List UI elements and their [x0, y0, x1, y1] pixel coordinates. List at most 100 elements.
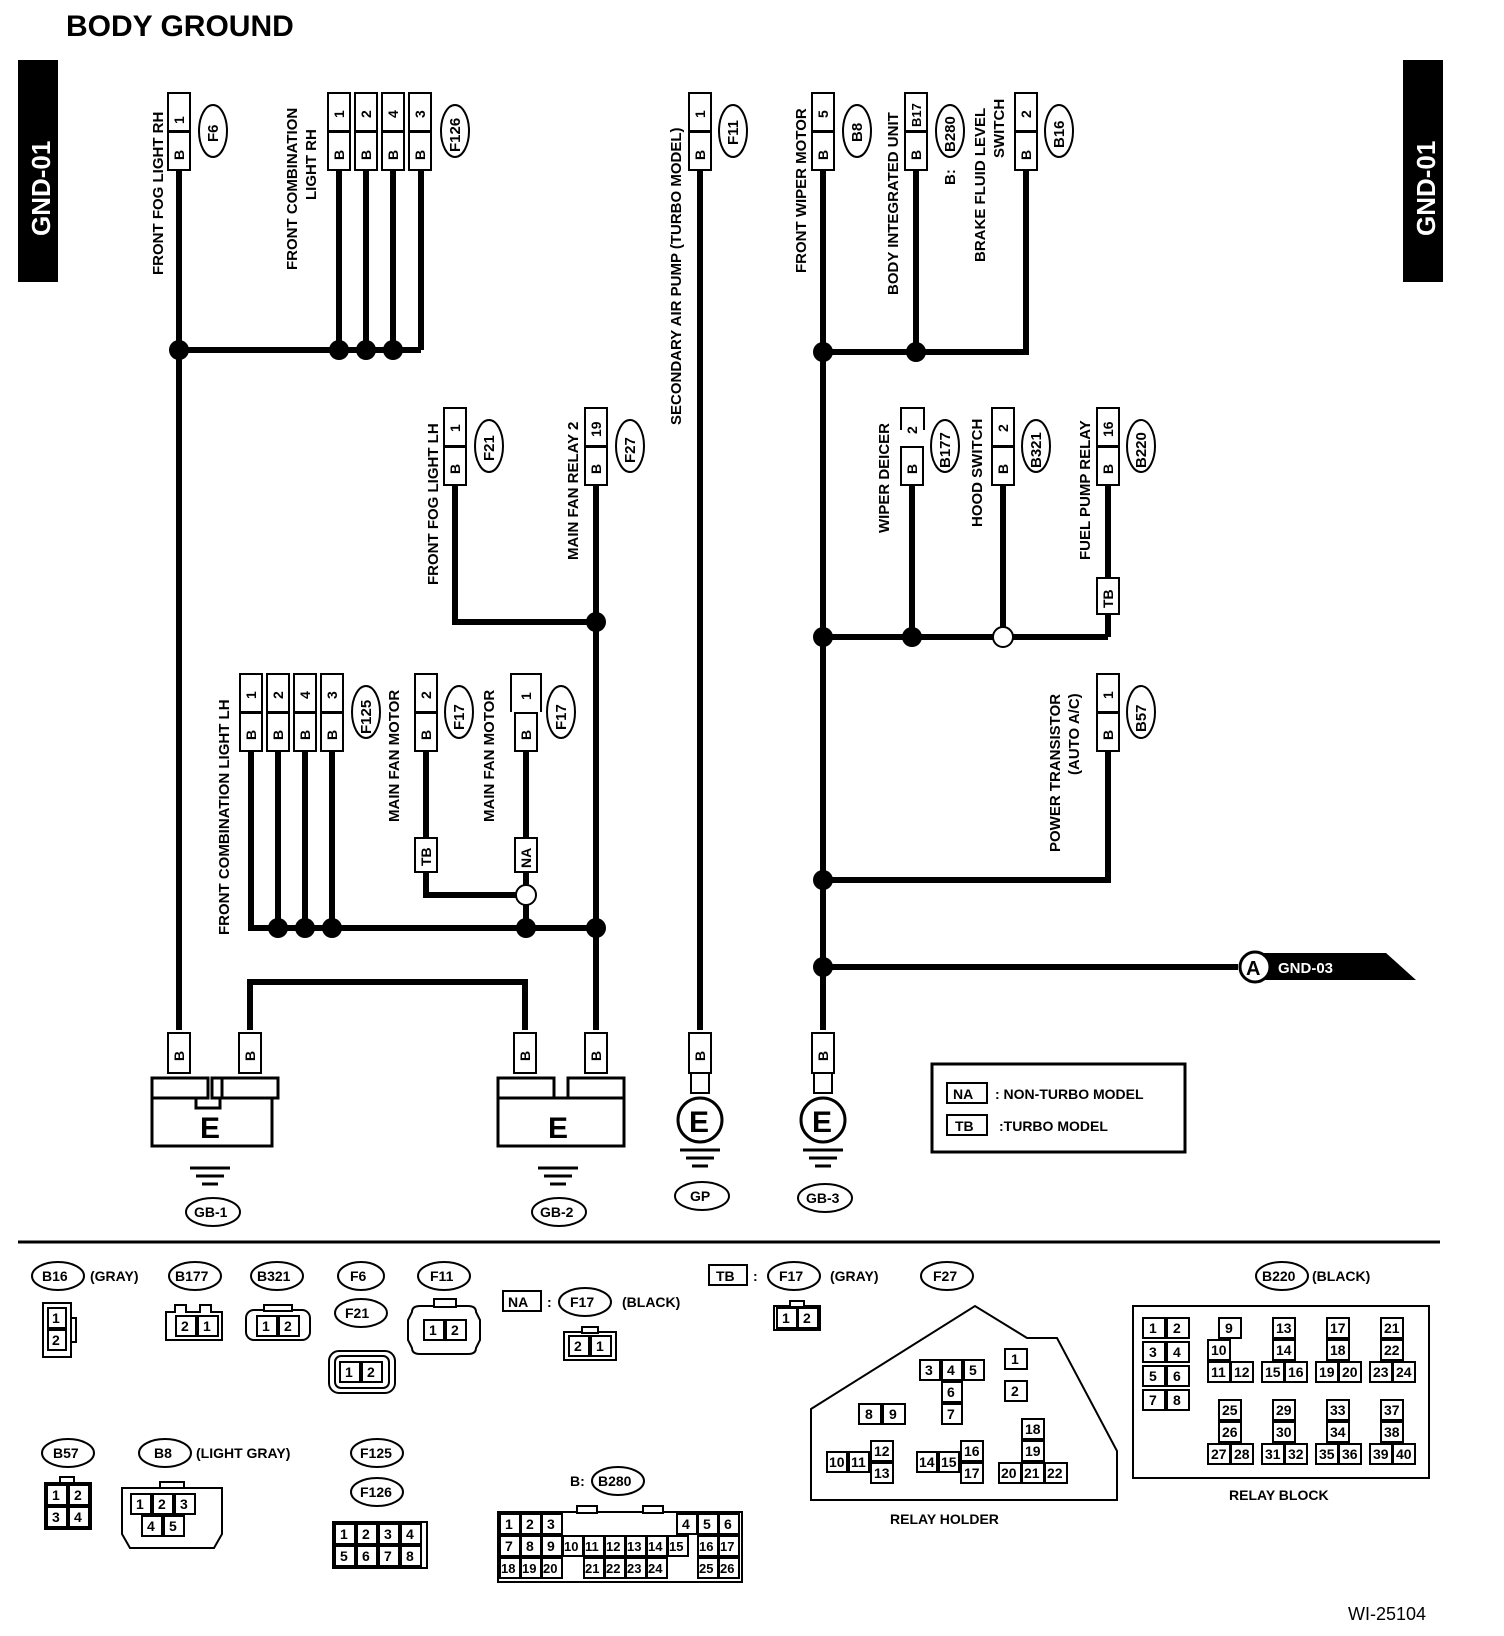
- svg-text:12: 12: [874, 1443, 890, 1459]
- connector-id: B321: [1028, 432, 1045, 468]
- svg-text:E: E: [548, 1112, 568, 1145]
- svg-text:25: 25: [699, 1561, 713, 1576]
- connector-view-f27-relay-holder: F27 3 4 5 6 7 1 2 8 9 10 11 12 13 14 15 …: [810, 1261, 1118, 1527]
- svg-text:8: 8: [865, 1406, 873, 1422]
- svg-text:1: 1: [52, 1310, 60, 1326]
- svg-text:: NON-TURBO MODEL: : NON-TURBO MODEL: [995, 1086, 1144, 1102]
- svg-text:11: 11: [1211, 1364, 1226, 1380]
- svg-text:2: 2: [270, 691, 286, 699]
- legend-box: NA : NON-TURBO MODEL TB :TURBO MODEL: [930, 1062, 1187, 1154]
- svg-text:F27: F27: [933, 1268, 957, 1284]
- svg-text:13: 13: [874, 1465, 890, 1481]
- component-front-combination-light-rh: 1 2 4 3 B B B B F126 FRONT COMBINATION L…: [284, 92, 470, 270]
- svg-text::: :: [753, 1268, 758, 1284]
- svg-text:NA: NA: [518, 848, 534, 868]
- component-body-integrated-unit: B17 B B280 B: BODY INTEGRATED UNIT: [885, 92, 965, 295]
- svg-text:8: 8: [1173, 1392, 1181, 1408]
- svg-text:B: B: [815, 1051, 831, 1061]
- svg-text:5: 5: [969, 1362, 977, 1378]
- svg-text:2: 2: [181, 1318, 189, 1334]
- svg-text:2: 2: [1018, 110, 1034, 118]
- connector-view-b177: B177 2 1: [165, 1261, 223, 1341]
- svg-text:23: 23: [627, 1561, 641, 1576]
- svg-text:9: 9: [1225, 1320, 1233, 1336]
- svg-text:B57: B57: [53, 1445, 79, 1461]
- svg-text:F126: F126: [360, 1484, 392, 1500]
- svg-text:22: 22: [1384, 1342, 1400, 1358]
- relay-holder-caption: RELAY HOLDER: [890, 1511, 999, 1527]
- connector-id: B220: [1133, 432, 1150, 468]
- svg-text:1: 1: [596, 1338, 604, 1354]
- svg-text:16: 16: [1100, 421, 1116, 437]
- svg-text:6: 6: [1173, 1368, 1181, 1384]
- svg-text:8: 8: [406, 1548, 414, 1564]
- svg-text:1: 1: [52, 1487, 60, 1503]
- svg-text:9: 9: [547, 1538, 555, 1554]
- svg-text:16: 16: [699, 1539, 713, 1554]
- svg-text:NA: NA: [508, 1294, 528, 1310]
- svg-text:2: 2: [52, 1332, 60, 1348]
- svg-text:4: 4: [74, 1509, 82, 1525]
- svg-text:B: B: [692, 1051, 708, 1061]
- connector-id: B16: [1051, 120, 1068, 148]
- svg-text:27: 27: [1211, 1446, 1227, 1462]
- component-label: MAIN FAN MOTOR: [386, 690, 403, 822]
- svg-text:B: B: [815, 150, 831, 160]
- svg-text:B: B: [171, 150, 187, 160]
- svg-text:B: B: [518, 730, 534, 740]
- svg-text:21: 21: [1384, 1320, 1400, 1336]
- svg-text:22: 22: [1047, 1465, 1063, 1481]
- svg-text:B8: B8: [154, 1445, 172, 1461]
- ground-gb1: B B E GB-1: [150, 1032, 280, 1227]
- svg-text:20: 20: [1342, 1364, 1358, 1380]
- svg-text:15: 15: [941, 1454, 957, 1470]
- svg-text:12: 12: [1234, 1364, 1250, 1380]
- svg-text:40: 40: [1396, 1446, 1412, 1462]
- component-front-wiper-motor: 5 B B8 FRONT WIPER MOTOR: [793, 92, 872, 273]
- svg-text:7: 7: [505, 1538, 513, 1554]
- svg-text:18: 18: [1330, 1342, 1346, 1358]
- svg-text:2: 2: [1173, 1320, 1181, 1336]
- svg-text:1: 1: [243, 691, 259, 699]
- component-main-fan-motor-tb: 2 B F17 MAIN FAN MOTOR TB: [386, 673, 474, 873]
- svg-text:B17: B17: [909, 103, 924, 127]
- component-label-line2: (AUTO A/C): [1066, 693, 1083, 775]
- svg-text:TB: TB: [716, 1268, 735, 1284]
- svg-text:3: 3: [180, 1496, 188, 1512]
- svg-text:TB: TB: [955, 1118, 974, 1134]
- svg-text:1: 1: [262, 1318, 270, 1334]
- svg-text:17: 17: [964, 1465, 980, 1481]
- svg-text:1: 1: [505, 1516, 513, 1532]
- component-main-fan-motor-na: 1 B F17 MAIN FAN MOTOR NA: [481, 673, 576, 873]
- svg-text:16: 16: [964, 1443, 980, 1459]
- component-front-combination-light-lh: 1 2 4 3 B B B B F125 FRONT COMBINATION L…: [216, 673, 381, 935]
- svg-text:21: 21: [1024, 1465, 1040, 1481]
- svg-text:23: 23: [1373, 1364, 1389, 1380]
- svg-text:4: 4: [1173, 1344, 1181, 1360]
- svg-text:4: 4: [682, 1516, 690, 1532]
- component-power-transistor: 1 B B57 POWER TRANSISTOR (AUTO A/C): [1047, 673, 1156, 852]
- svg-text:2: 2: [451, 1322, 459, 1338]
- ground-gb2: B B E GB-2: [496, 1032, 626, 1227]
- connector-prefix: B:: [942, 169, 959, 185]
- connector-view-b8: B8 (LIGHT GRAY) 1 2 3 4 5: [121, 1438, 290, 1549]
- svg-text:B: B: [270, 730, 286, 740]
- svg-text:TB: TB: [1100, 589, 1116, 608]
- svg-text:2: 2: [418, 691, 434, 699]
- component-main-fan-relay-2: 19 B F27 MAIN FAN RELAY 2: [565, 407, 645, 560]
- svg-text:10: 10: [1211, 1342, 1227, 1358]
- connector-id: B280: [942, 116, 959, 152]
- connector-id: F125: [358, 700, 375, 734]
- svg-text:2: 2: [358, 110, 374, 118]
- svg-text:20: 20: [543, 1561, 557, 1576]
- component-label: FRONT WIPER MOTOR: [793, 108, 810, 273]
- connector-id: F21: [481, 435, 498, 461]
- svg-text:B: B: [385, 150, 401, 160]
- svg-text:4: 4: [297, 691, 313, 699]
- component-front-fog-light-rh: 1 B F6 FRONT FOG LIGHT RH: [150, 92, 228, 275]
- svg-text:11: 11: [851, 1454, 866, 1470]
- junctions: [169, 340, 1014, 977]
- svg-text:4: 4: [385, 110, 401, 118]
- connector-id: F126: [447, 118, 464, 152]
- svg-text:18: 18: [1025, 1421, 1041, 1437]
